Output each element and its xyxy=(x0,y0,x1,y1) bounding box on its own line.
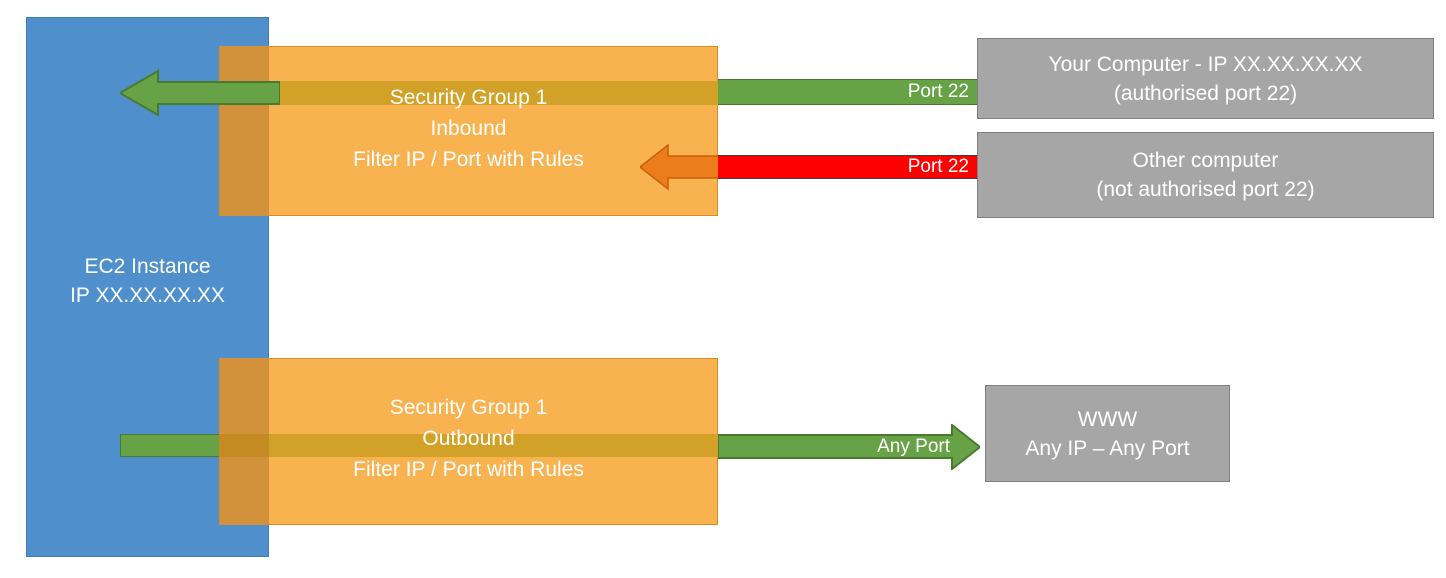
outbound-allowed-band-overlap xyxy=(219,434,269,457)
www-line2: Any IP – Any Port xyxy=(1025,436,1190,460)
other-computer-line2: (not authorised port 22) xyxy=(1096,178,1315,201)
outbound-allowed-band xyxy=(269,434,718,457)
outbound-allowed-arrow-icon xyxy=(718,424,980,470)
endpoint-www: WWW Any IP – Any Port xyxy=(985,385,1230,482)
www-line1: WWW xyxy=(1077,407,1138,431)
inbound-blocked-arrow-icon xyxy=(640,143,720,191)
endpoint-other-computer: Other computer (not authorised port 22) xyxy=(977,132,1434,218)
other-computer-line1: Other computer xyxy=(1132,149,1279,172)
security-group-inbound-box xyxy=(219,46,718,216)
endpoint-your-computer: Your Computer - IP XX.XX.XX.XX (authoris… xyxy=(977,38,1434,119)
your-computer-line1: Your Computer - IP XX.XX.XX.XX xyxy=(1048,52,1363,76)
inbound-allowed-band xyxy=(269,81,718,105)
allowed-port22-connector xyxy=(718,79,977,105)
blocked-port22-connector xyxy=(718,155,977,179)
inbound-allowed-arrow-icon xyxy=(120,69,280,117)
security-group-inbound-overlap xyxy=(219,46,269,216)
your-computer-line2: (authorised port 22) xyxy=(1113,81,1298,105)
